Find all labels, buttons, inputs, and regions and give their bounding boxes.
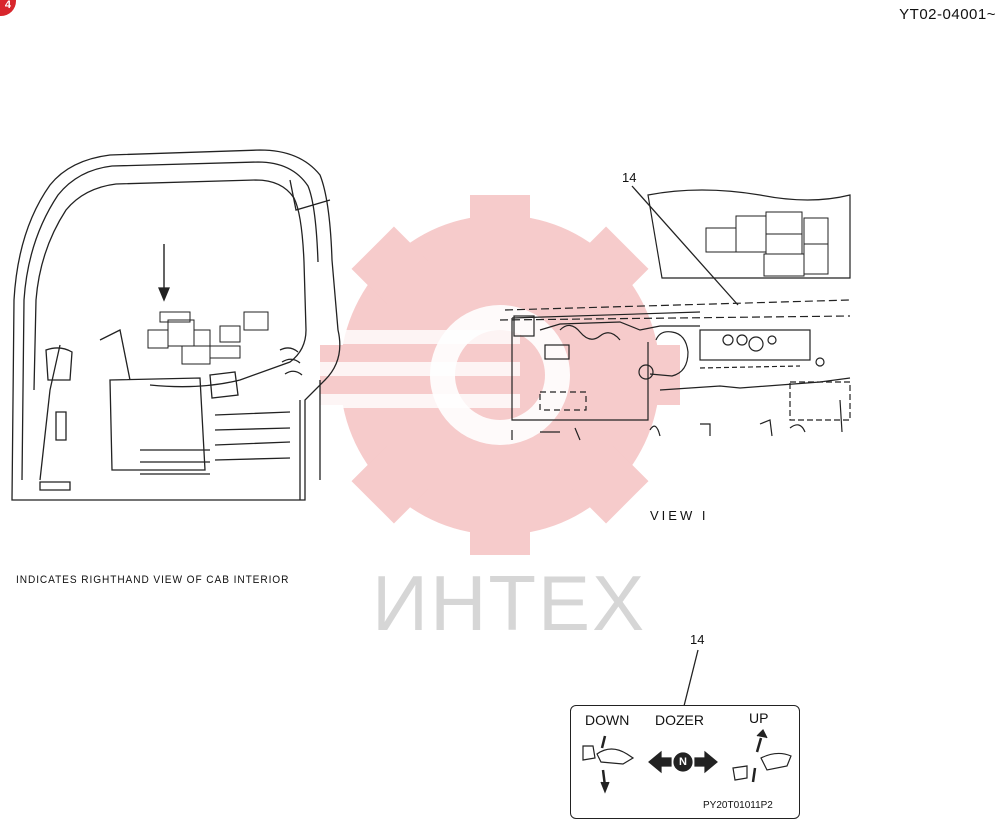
watermark-text: ИНТЕХ bbox=[372, 559, 647, 647]
view-1-label: VIEW I bbox=[650, 508, 709, 523]
decal-down-label: DOWN bbox=[585, 712, 630, 728]
dozer-control-decal: DOWN DOZER UP N PY20T01011P2 bbox=[570, 705, 800, 819]
decal-part-code: PY20T01011P2 bbox=[703, 800, 773, 811]
decal-up-label: UP bbox=[749, 710, 769, 726]
page-number: 4 bbox=[4, 0, 11, 11]
left-arrow-icon bbox=[648, 750, 672, 774]
blade-up-icon bbox=[732, 728, 792, 783]
decal-symbols bbox=[582, 728, 792, 794]
document-code: YT02-04001~ bbox=[899, 6, 996, 23]
neutral-icon bbox=[673, 752, 693, 772]
decal-neutral-label: N bbox=[679, 756, 687, 768]
cab-view-caption: INDICATES RIGHTHAND VIEW OF CAB INTERIOR bbox=[16, 574, 290, 586]
blade-down-icon bbox=[582, 735, 635, 794]
right-arrow-icon bbox=[694, 750, 718, 774]
view-1-callout-number: 14 bbox=[622, 170, 637, 185]
decal-callout-number: 14 bbox=[690, 632, 705, 647]
decal-dozer-label: DOZER bbox=[655, 712, 704, 728]
